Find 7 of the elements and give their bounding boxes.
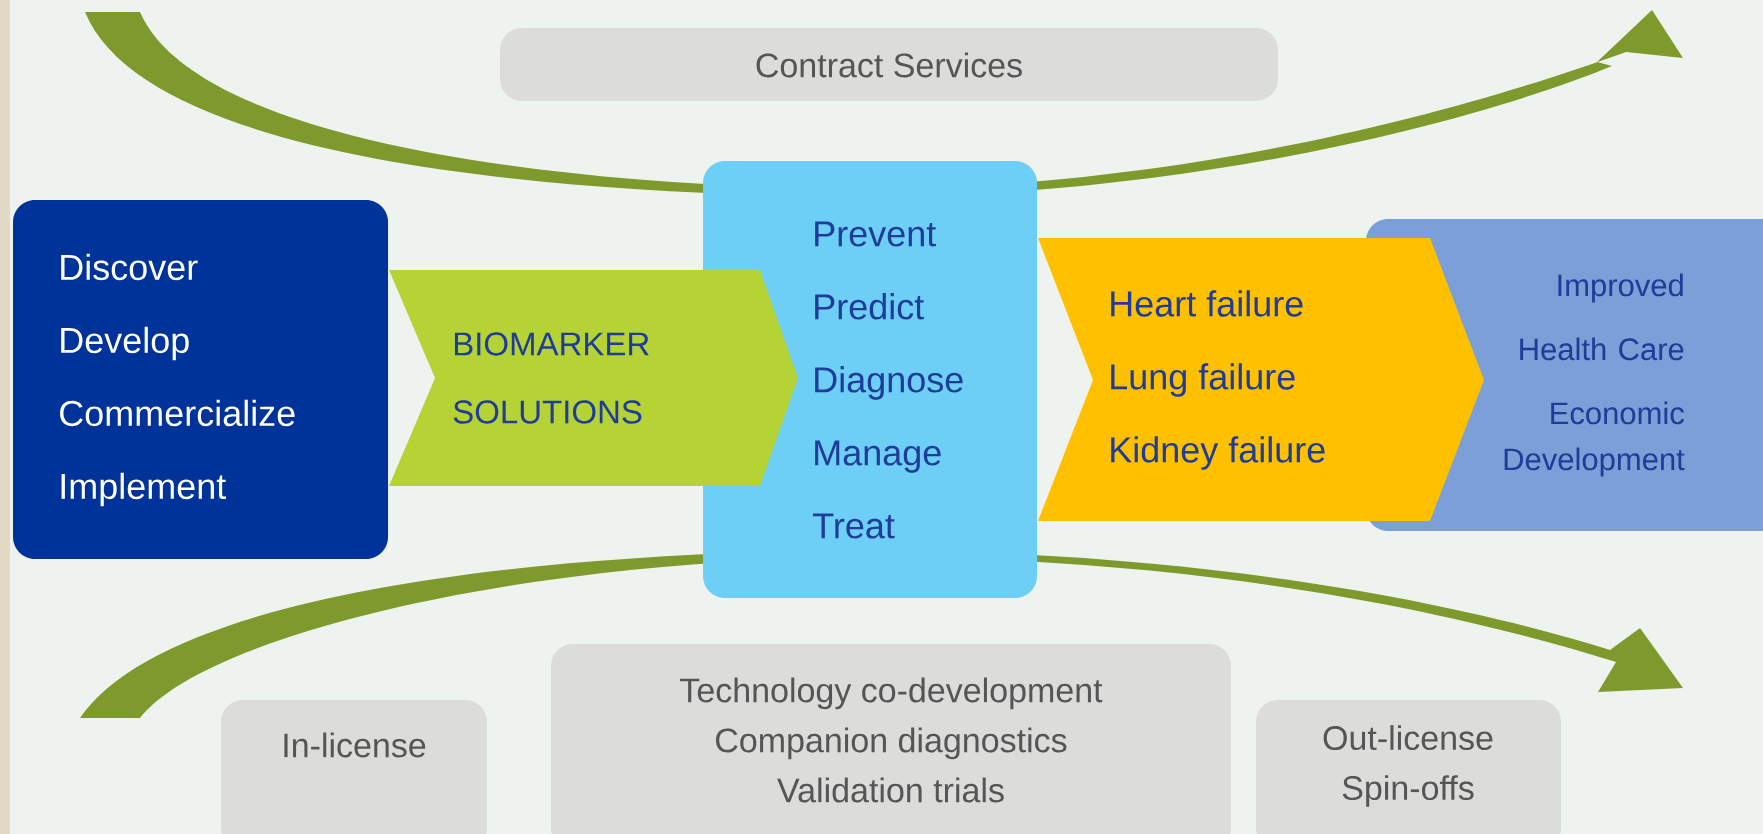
chevron-band: BIOMARKER SOLUTIONS [389,270,798,486]
chevron-band: Heart failure Lung failure Kidney failure [1038,238,1484,521]
service-box: Technology co-development Companion diagnostics Validation trials [551,644,1231,834]
service-box: In-license [221,700,487,834]
service-box: Out-license Spin-offs [1256,700,1561,834]
service-box: Contract Services [500,28,1278,101]
process-box: Discover Develop Commercialize Implement [13,200,388,559]
